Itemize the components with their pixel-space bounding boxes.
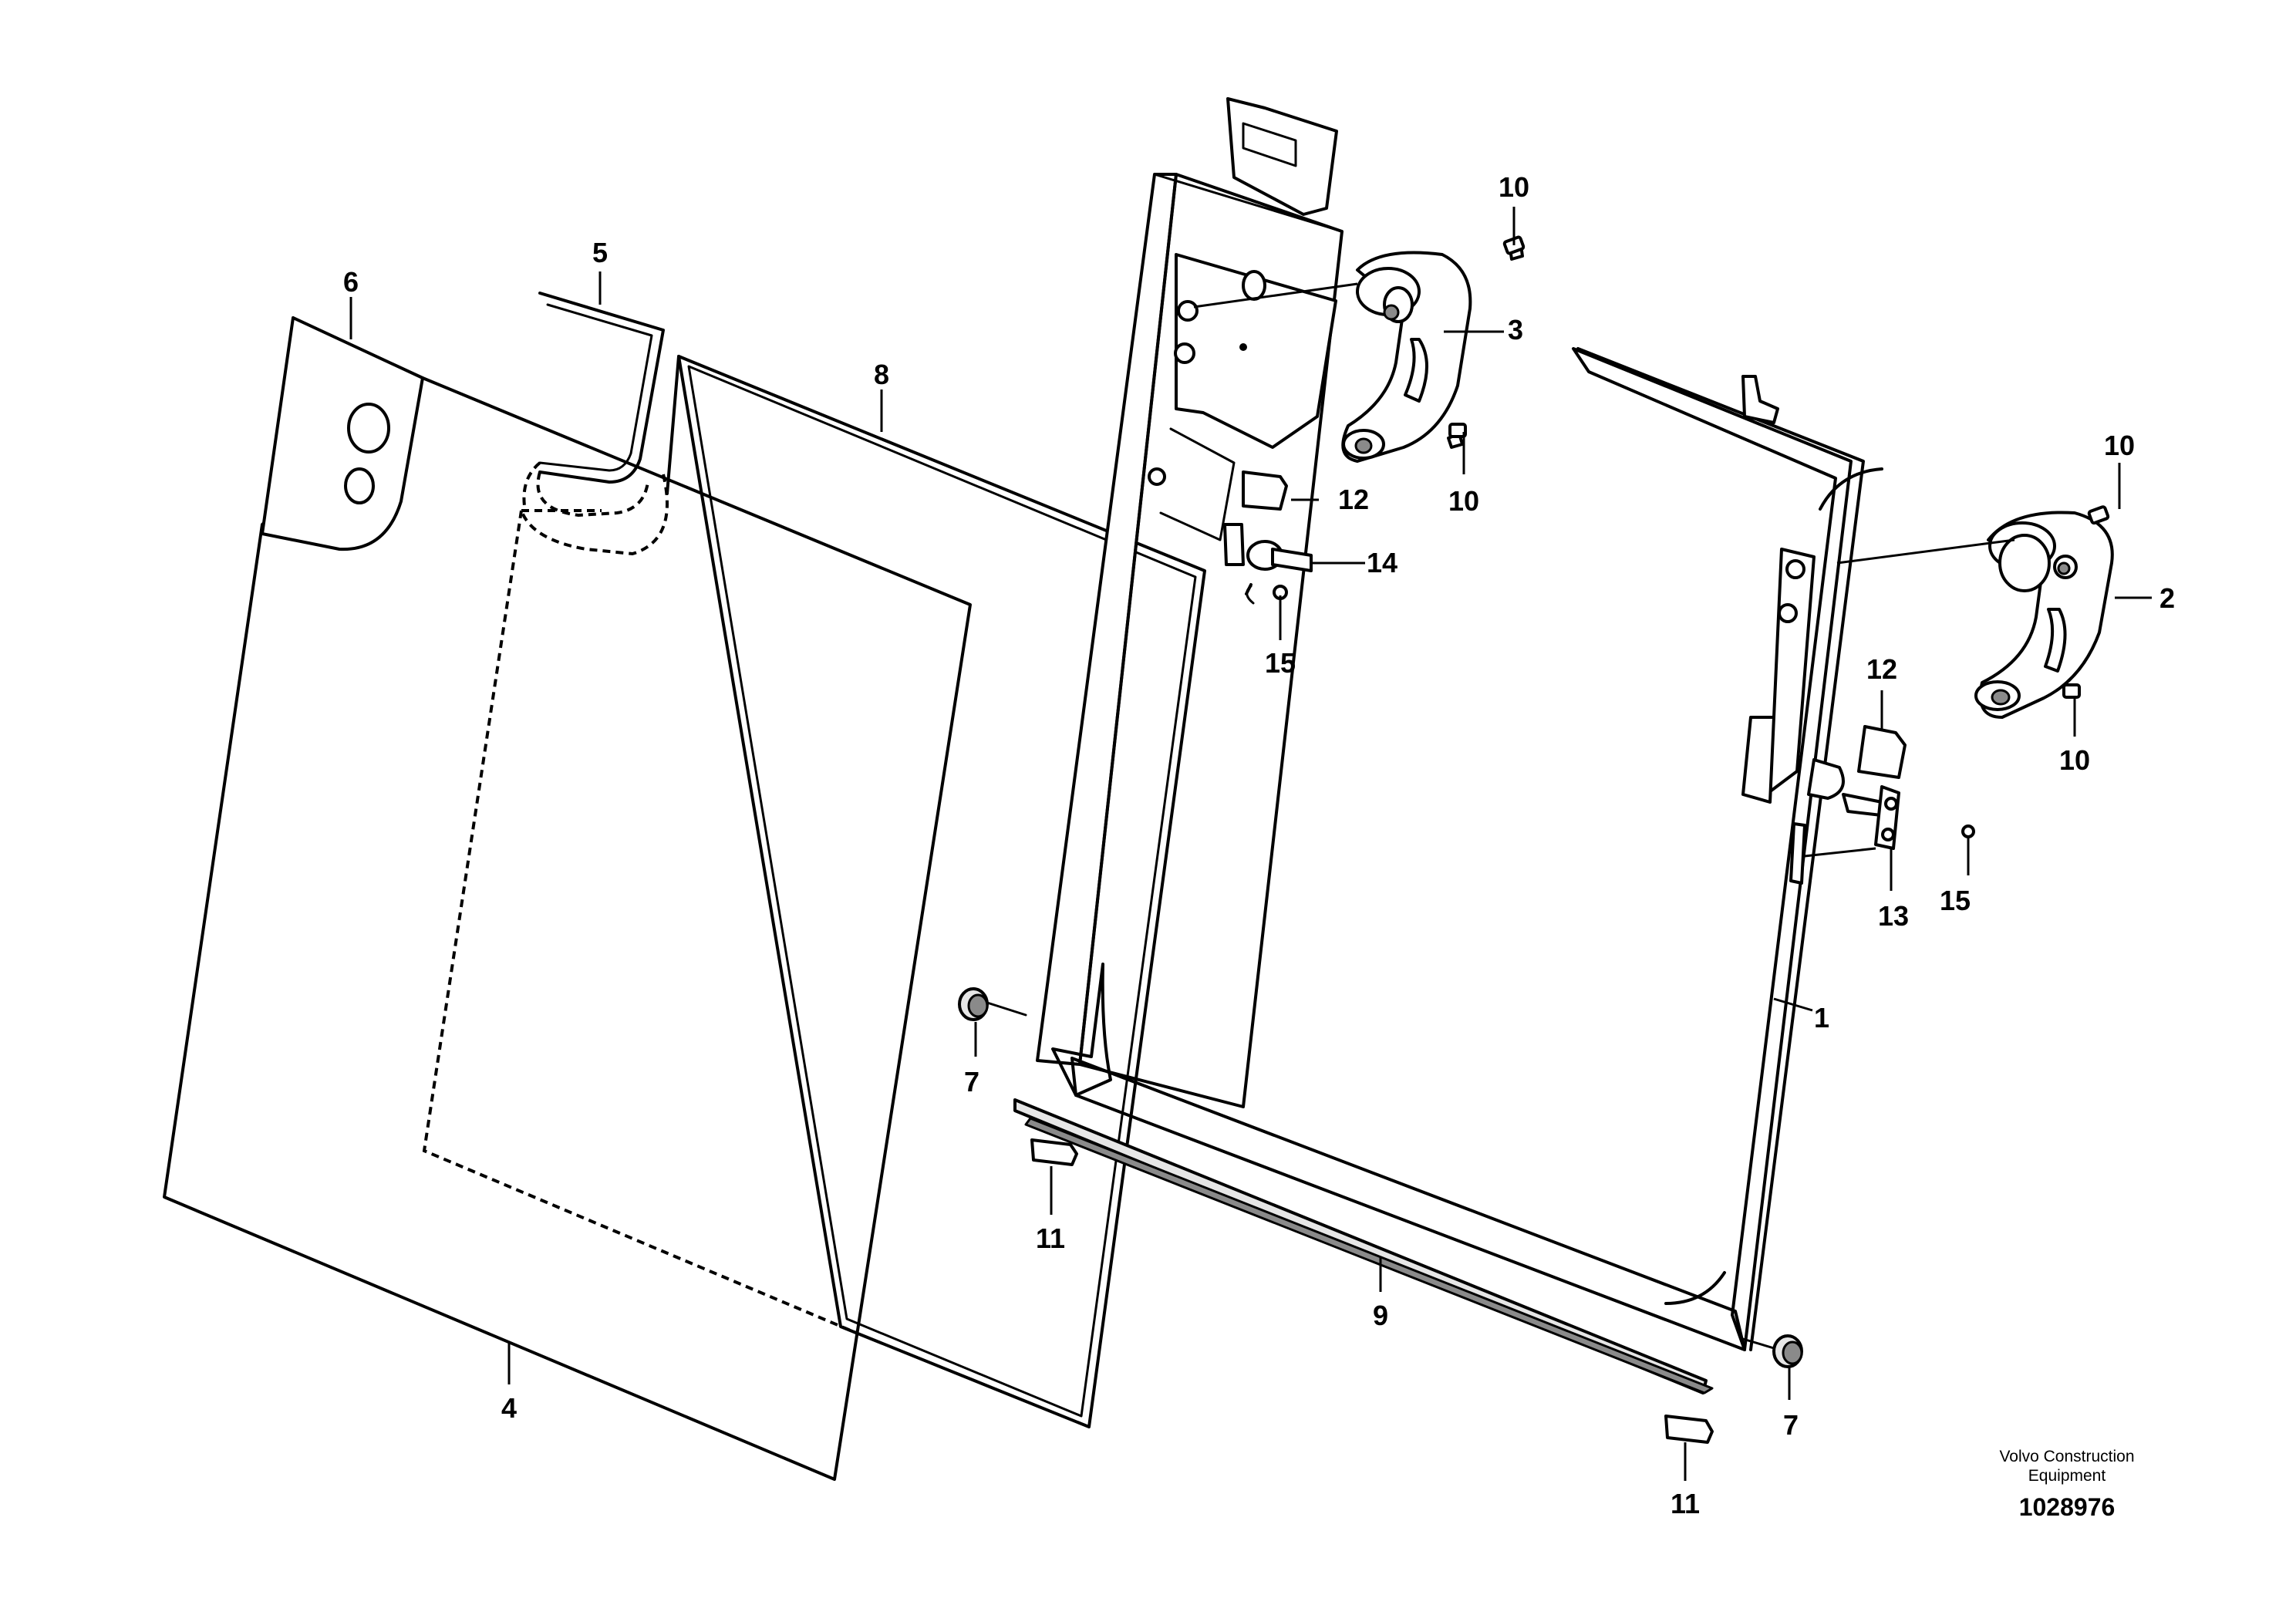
callout-12: 12 <box>1338 484 1369 515</box>
callouts: 6 5 8 10 3 10 12 14 15 10 2 10 12 13 15 … <box>343 171 2175 1519</box>
part-9-bottom-strip <box>1013 1098 1714 1394</box>
part-6-plate <box>261 316 424 551</box>
bolt <box>2087 505 2110 525</box>
callout-8: 8 <box>874 359 889 390</box>
callout-10: 10 <box>2059 744 2090 776</box>
part-11-stopper <box>1664 1415 1714 1444</box>
leader-lines <box>349 207 2152 1481</box>
bolt <box>1447 423 1467 449</box>
callout-10: 10 <box>1448 485 1479 517</box>
callout-6: 6 <box>343 266 359 298</box>
callout-11: 11 <box>1036 1222 1065 1254</box>
footer: Volvo Construction Equipment 1028976 <box>1999 1448 2134 1521</box>
part-7-bumper <box>1741 1334 1803 1368</box>
part-11-stopper <box>1030 1138 1078 1166</box>
callout-12: 12 <box>1866 653 1897 685</box>
callout-2: 2 <box>2159 582 2175 614</box>
callout-15: 15 <box>1940 885 1971 916</box>
callout-7: 7 <box>1783 1409 1799 1441</box>
part-12-cover <box>1857 725 1907 779</box>
part-12-cover <box>1242 470 1288 511</box>
hole <box>344 467 375 504</box>
callout-14: 14 <box>1367 547 1397 578</box>
part-15-screw <box>1961 824 1975 838</box>
callout-9: 9 <box>1373 1300 1388 1331</box>
part-7-bumper <box>958 987 1027 1021</box>
part-8-gasket-frame <box>666 355 1206 1428</box>
callout-15: 15 <box>1265 647 1296 679</box>
part-1-door-frame <box>1036 97 1883 1351</box>
part-4-glass-pane <box>163 376 972 1481</box>
callout-5: 5 <box>592 237 608 268</box>
brand-line-1: Volvo Construction <box>1999 1448 2134 1465</box>
callout-10: 10 <box>1499 171 1529 203</box>
callout-10: 10 <box>2104 430 2135 461</box>
part-14-latch <box>1223 523 1313 605</box>
bolt <box>2062 683 2081 699</box>
callout-11: 11 <box>1671 1488 1700 1519</box>
hole <box>347 403 390 454</box>
part-3-hinge <box>1341 251 1472 463</box>
callout-13: 13 <box>1878 900 1909 932</box>
document-number: 1028976 <box>2019 1493 2116 1521</box>
part-2-hinge <box>1974 511 2114 719</box>
callout-7: 7 <box>964 1066 979 1098</box>
brand-line-2: Equipment <box>2028 1467 2106 1485</box>
part-5-seal <box>520 292 669 556</box>
callout-1: 1 <box>1814 1002 1829 1034</box>
callout-4: 4 <box>501 1392 517 1424</box>
callout-3: 3 <box>1508 314 1523 346</box>
part-13-latch <box>1842 785 1900 850</box>
